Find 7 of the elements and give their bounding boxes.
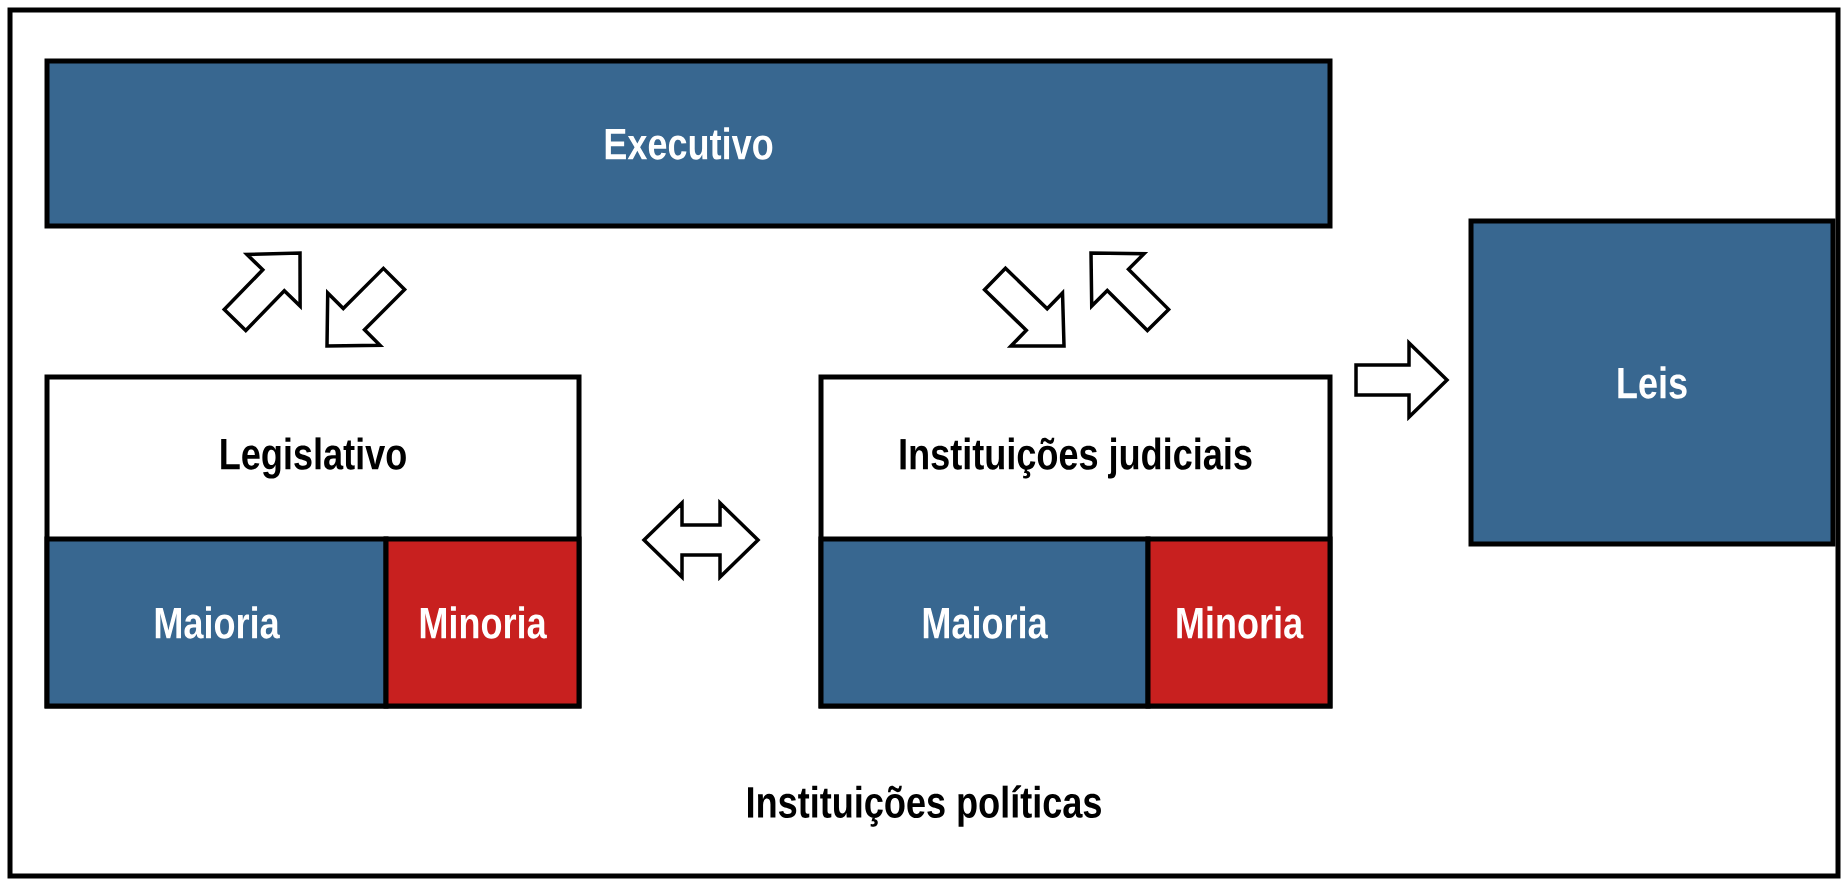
text-box: Executivo (44, 58, 1333, 229)
text-box: Leis (1468, 218, 1836, 547)
text-box: Maioria (44, 536, 389, 709)
text-box: Maioria (818, 536, 1151, 709)
text-box: Minoria (383, 536, 582, 709)
block-arrow (1354, 338, 1450, 422)
text-box: Minoria (1145, 536, 1333, 709)
